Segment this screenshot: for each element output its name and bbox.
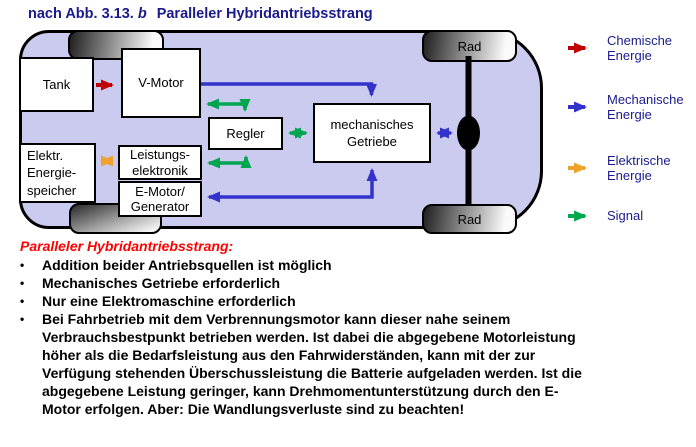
list-item: • Nur eine Elektromaschine erforderlich xyxy=(20,292,688,310)
wheel-rad-bottom: Rad xyxy=(422,204,517,234)
legend-item-elektrische-energie: Elektrische Energie xyxy=(566,153,671,183)
page-title: nach Abb. 3.13.b Paralleler Hybridantrieb… xyxy=(28,6,373,22)
bullet-text: Bei Fahrbetrieb mit dem Verbrennungsmoto… xyxy=(42,311,582,417)
elektrische-energie-arrow-icon xyxy=(568,162,587,174)
legend-label: Elektrische Energie xyxy=(607,153,671,183)
legend-item-signal: Signal xyxy=(566,208,643,223)
bullet-icon: • xyxy=(20,258,25,272)
legend-label: Mechanische Energie xyxy=(607,92,684,122)
wheel-rear-left xyxy=(69,203,162,234)
bullet-text: Mechanisches Getriebe erforderlich xyxy=(42,275,281,291)
bullet-icon: • xyxy=(20,294,25,308)
legend-label: Chemische Energie xyxy=(607,33,673,63)
box-v-motor: V-Motor xyxy=(121,48,201,118)
title-figure-letter: b xyxy=(137,6,147,22)
box-regler: Regler xyxy=(208,117,283,150)
title-text: Paralleler Hybridantriebsstrang xyxy=(156,6,373,22)
legend-label: Signal xyxy=(607,208,644,223)
list-item: • Bei Fahrbetrieb mit dem Verbrennungsmo… xyxy=(20,310,688,418)
legend-item-mechanische-energie: Mechanische Energie xyxy=(566,92,684,122)
notes-heading: Paralleler Hybridantriebsstrang: xyxy=(20,238,234,254)
title-prefix: nach Abb. 3.13. xyxy=(28,6,134,22)
list-item: • Mechanisches Getriebe erforderlich xyxy=(20,274,688,292)
bullet-text: Addition beider Antriebsquellen ist mögl… xyxy=(42,257,332,273)
wheel-front-left xyxy=(68,30,164,60)
box-elektr-energiespeicher: Elektr. Energie- speicher xyxy=(19,143,96,203)
legend-item-chemische-energie: Chemische Energie xyxy=(566,33,672,63)
box-mechanisches-getriebe: mechanisches Getriebe xyxy=(313,103,431,163)
wheel-rad-top-label: Rad xyxy=(457,38,482,54)
wheel-rad-bottom-label: Rad xyxy=(457,211,482,227)
bullet-text: Nur eine Elektromaschine erforderlich xyxy=(42,293,296,309)
list-item: • Addition beider Antriebsquellen ist mö… xyxy=(20,256,688,274)
notes-list: • Addition beider Antriebsquellen ist mö… xyxy=(20,256,688,418)
signal-arrow-icon xyxy=(568,210,587,221)
bullet-icon: • xyxy=(20,276,25,290)
box-leistungselektronik: Leistungs- elektronik xyxy=(118,145,202,180)
mechanische-energie-arrow-icon xyxy=(568,101,587,113)
box-tank: Tank xyxy=(19,57,94,112)
wheel-rad-top: Rad xyxy=(422,30,517,62)
chemische-energie-arrow-icon xyxy=(568,42,587,54)
bullet-icon: • xyxy=(20,312,25,326)
box-e-motor-generator: E-Motor/ Generator xyxy=(118,181,202,217)
